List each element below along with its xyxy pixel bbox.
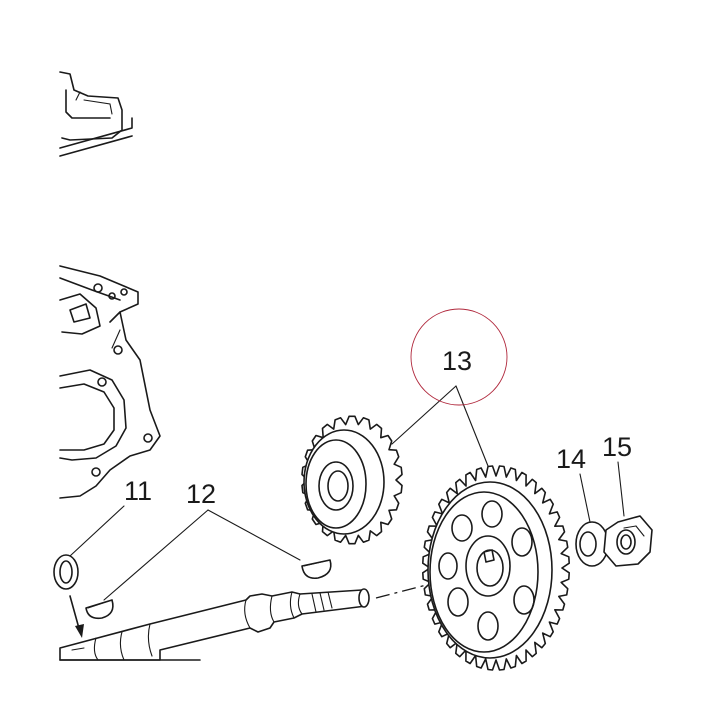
callout-label-11: 11 [124, 476, 152, 506]
hex-nut-part-15 [603, 515, 653, 567]
woodruff-key-part-12-lower [85, 599, 114, 620]
crankcase-fragment [59, 265, 161, 499]
o-ring-part-11 [53, 554, 79, 590]
small-gear-part-13 [301, 415, 403, 545]
insertion-arrow [69, 595, 84, 638]
large-gear-part-13 [422, 465, 570, 671]
callout-label-13: 13 [442, 346, 472, 376]
woodruff-key-part-12-upper [301, 559, 332, 580]
callout-label-12: 12 [186, 479, 216, 509]
leader-lines [69, 385, 625, 601]
housing-top-fragment [59, 71, 133, 157]
crankshaft [59, 588, 370, 661]
callout-label-15: 15 [602, 432, 632, 462]
callout-13-highlight-circle [410, 308, 508, 406]
callout-label-14: 14 [556, 444, 586, 474]
washer-part-14 [575, 521, 609, 567]
